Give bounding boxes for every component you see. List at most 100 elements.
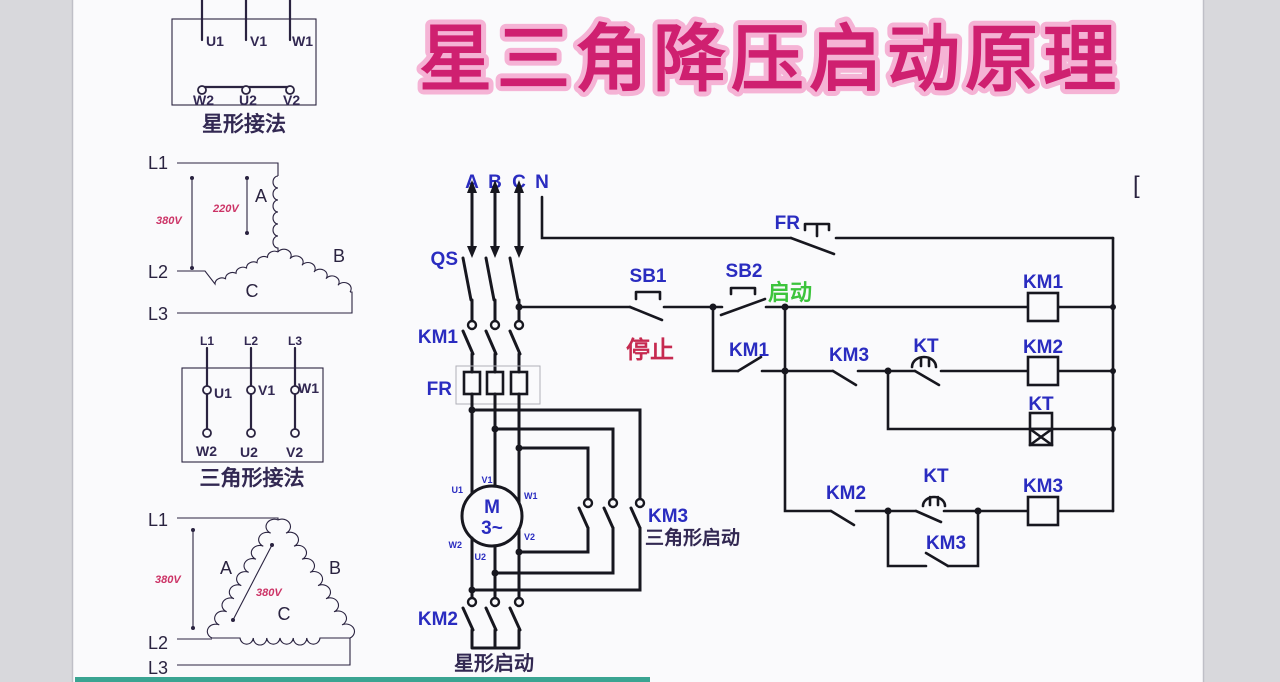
star-l1-wire [177,162,279,176]
km1-pole-terminal [489,319,501,331]
star-box-terminal-w1: W1 [292,33,313,49]
fr-main-label: FR [427,379,453,400]
km2-pole-terminal [489,596,501,608]
kt-no-delay-arc [921,495,947,508]
km2-pole-terminal [513,596,525,608]
fr-thermal-symbol [803,222,831,238]
fr-control-label: FR [775,213,801,234]
measure-dot [245,176,249,180]
measure-dot [190,266,194,270]
km3-pole-terminal [607,497,619,509]
junction-dot [468,586,476,594]
measure-dot [190,176,194,180]
motor-terminal-w1: W1 [524,491,538,501]
delta-l3-wire [177,638,351,666]
km1-aux-blade [736,355,763,373]
delta-l2-label: L2 [148,633,168,653]
sb1-button-cap [634,290,662,301]
delta-start-caption: 三角形启动 [645,526,740,549]
delta-winding-a-coil [206,518,279,639]
star-winding-a-label: A [255,186,267,206]
measure-dot [245,231,249,235]
delta-line-voltage: 380V [155,574,182,586]
km2-main-label: KM2 [418,609,458,630]
delta-box-terminal-u1: U1 [214,385,232,401]
sb2-label: SB2 [726,261,763,282]
delta-box-feeder-l1: L1 [200,334,214,348]
qs-label: QS [431,249,458,270]
sb1-label: SB1 [630,266,667,287]
kt-branch-wires [886,369,1115,431]
km2-nc-label: KM2 [826,483,866,504]
km3-coil [1026,495,1060,527]
km3-selfhold-wires [886,509,980,568]
supply-arrow [490,180,500,193]
motor-terminal-u1: U1 [451,485,463,495]
star-box-terminal-circle [285,85,295,95]
km1-coil [1026,291,1060,323]
fr-enclosure [455,365,541,405]
motor-terminal-v2: V2 [524,532,535,542]
kt-coil-label: KT [1028,394,1054,415]
junction-dot [491,569,499,577]
delta-inner-measure-line [232,544,273,621]
km2-nc-blade [829,509,856,527]
motor-terminal-w2: W2 [449,540,463,550]
stray-bracket-mark: [ [1133,172,1140,199]
star-l2-label: L2 [148,262,168,282]
sb1-blade [628,305,664,322]
fr-nc-blade [789,236,836,256]
kt-delay-cross [1028,427,1054,447]
delta-box-terminal-circle [290,385,300,395]
supply-arrow [514,180,524,193]
km2-star-point-bar [470,628,521,650]
km1-pole-terminal [466,319,478,331]
star-box-terminal-v2: V2 [283,92,300,108]
delta-box-caption: 三角形接法 [200,466,305,490]
star-winding-b-label: B [333,246,345,266]
junction-dot [781,367,789,375]
km1-main-label: KM1 [418,327,459,348]
delta-branch-upper-wires [470,408,642,501]
star-winding-b-coil [277,248,352,293]
km3-nc-label: KM3 [829,345,869,366]
delta-winding-a-label: A [220,558,232,578]
star-box-terminal-w2: W2 [193,92,214,108]
junction-dot [515,548,523,556]
kt-nc-label: KT [913,336,939,357]
kt-no-blade [914,509,943,524]
km1-lower-leads [470,352,521,374]
star-l3-label: L3 [148,304,168,324]
star-box-terminal-v1: V1 [250,33,267,49]
delta-box-terminal-circle [202,385,212,395]
delta-box-feeder-l2: L2 [244,334,258,348]
star-box-caption: 星形接法 [202,112,286,136]
star-connection-box: U1 V1 W1 W2 U2 V2 星形接法 [171,0,317,136]
km1-aux-label: KM1 [729,340,770,361]
delta-winding-diagram: L1 L2 L3 A B C 380V 380V [148,510,356,678]
delta-box-terminal-circle [246,385,256,395]
star-box-terminal-u2: U2 [239,92,257,108]
delta-box-terminal-circle [290,428,300,438]
delta-box-terminal-circle [246,428,256,438]
km3-main-label: KM3 [648,506,688,527]
km1-coil-label: KM1 [1023,272,1064,293]
star-winding-diagram: L1 L2 L3 A B C 380V 220V [148,153,353,324]
star-l1-label: L1 [148,153,168,173]
delta-box-terminal-u2: U2 [240,444,258,460]
right-gray-strip [1203,0,1280,682]
page-title: 星三角降压启动原理 [419,19,1121,100]
measure-dot [270,543,274,547]
delta-l3-label: L3 [148,658,168,678]
kt-no-label: KT [923,466,949,487]
star-box-outline [171,18,317,106]
junction-dot [1110,304,1116,310]
delta-l1-wire [177,517,279,520]
motor-terminal-v1: V1 [481,475,492,485]
km3-aux-blade [924,551,950,568]
star-box-terminal-circle [197,85,207,95]
delta-winding-b-label: B [329,558,341,578]
left-gray-strip [0,0,72,682]
km3-nc-blade [831,369,858,387]
kt-nc-delay-arc [910,355,938,369]
